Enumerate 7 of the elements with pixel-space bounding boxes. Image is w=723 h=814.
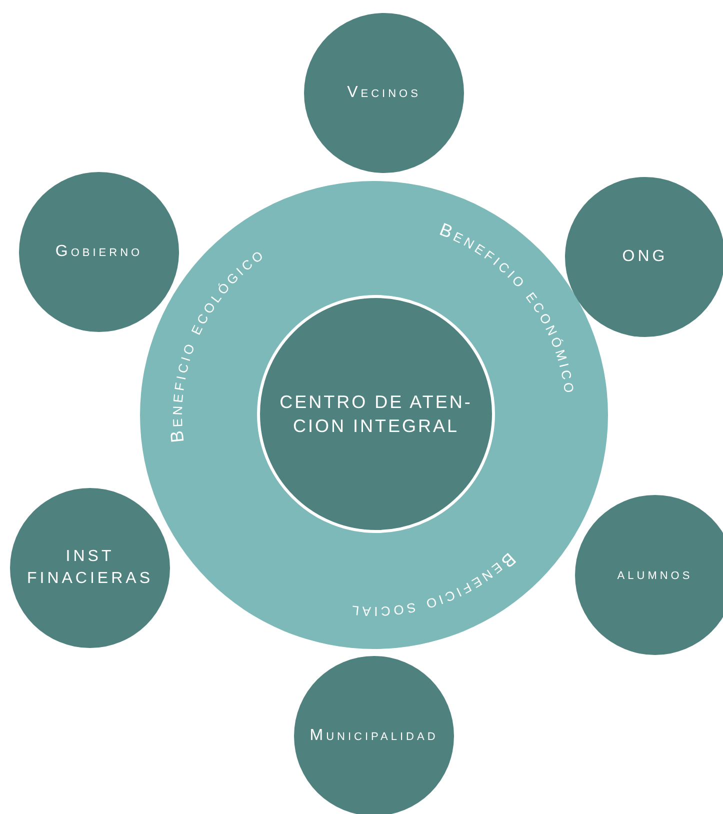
node-label: alumnos	[616, 565, 694, 585]
node-label: Gobierno	[54, 242, 144, 262]
node-label: CENTRO DE ATEN- CION INTEGRAL	[278, 391, 474, 438]
node-label: INST FINACIERAS	[26, 547, 154, 589]
node-label: Vecinos	[346, 83, 422, 103]
node-label: Municipalidad	[308, 726, 440, 746]
node-label: ONG	[621, 247, 669, 267]
